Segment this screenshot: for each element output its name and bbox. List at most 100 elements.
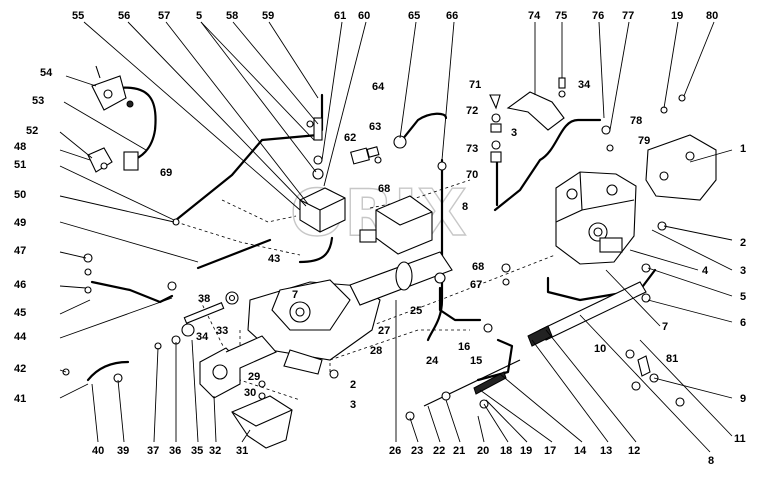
callout-label: 3: [740, 265, 746, 277]
callout-label: 16: [458, 341, 470, 353]
pipe-25: [438, 286, 482, 322]
pipe-45: [90, 280, 174, 304]
callout-label: 68: [378, 183, 390, 195]
pipe-10: [546, 268, 657, 302]
callout-label: 74: [528, 10, 541, 22]
callout-label: 25: [410, 305, 422, 317]
pipe-66a: [400, 112, 448, 142]
callout-label: 34: [578, 79, 591, 91]
callout-label: 1: [740, 143, 746, 155]
callout-label: 4: [702, 265, 709, 277]
callout-label: 69: [160, 167, 172, 179]
callout-label: 39: [117, 445, 129, 457]
callout-label: 26: [389, 445, 401, 457]
bracket-68: [359, 195, 433, 255]
callout-label: 80: [706, 10, 718, 22]
callout-label: 2: [740, 237, 746, 249]
leader-lines: [59, 21, 733, 453]
transmission-housing: [555, 171, 637, 265]
callout-label: 79: [638, 135, 650, 147]
callout-label: 9: [740, 393, 746, 405]
callout-label: 15: [470, 355, 482, 367]
flange-32: [181, 323, 277, 399]
callout-label: 23: [411, 445, 423, 457]
callout-label: 7: [662, 321, 668, 333]
shaft-38: [183, 302, 225, 324]
callout-label: 76: [592, 10, 604, 22]
callout-label: 78: [630, 115, 642, 127]
callout-label: 17: [544, 445, 556, 457]
callout-label: 56: [118, 10, 130, 22]
callout-label: 52: [26, 125, 38, 137]
rod-14: [405, 359, 521, 421]
small-parts-81: [625, 349, 685, 407]
callout-label: 60: [358, 10, 370, 22]
guard-31: [231, 395, 293, 449]
callout-label: 27: [378, 325, 390, 337]
callout-label: 54: [40, 67, 53, 79]
callout-label: 81: [666, 353, 678, 365]
callout-label: 10: [594, 343, 606, 355]
callout-label: 64: [372, 81, 385, 93]
callout-label: 3: [350, 399, 356, 411]
callout-label: 14: [574, 445, 587, 457]
callout-label: 68: [472, 261, 484, 273]
callout-label: 63: [369, 121, 381, 133]
callout-label: 38: [198, 293, 210, 305]
callout-label: 33: [216, 325, 228, 337]
callout-label: 28: [370, 345, 382, 357]
callout-label: 48: [14, 141, 26, 153]
callout-label: 50: [14, 189, 26, 201]
callout-label: 3: [511, 127, 517, 139]
callout-label: 45: [14, 307, 26, 319]
callout-label: 61: [334, 10, 346, 22]
axle-assembly: [247, 251, 453, 375]
callout-label: 34: [196, 331, 209, 343]
callouts-top: 55 56 57 5 58 59 61 60 65 66 74 75 76 77…: [72, 10, 718, 22]
callout-label: 8: [462, 201, 468, 213]
callout-label: 11: [734, 433, 746, 445]
callout-label: 31: [236, 445, 248, 457]
callout-label: 19: [520, 445, 532, 457]
callout-label: 18: [500, 445, 512, 457]
callout-label: 5: [196, 10, 202, 22]
valve-bracket-54: [91, 65, 134, 111]
pipe-15: [476, 338, 514, 382]
callout-label: 24: [426, 355, 439, 367]
callout-label: 67: [470, 279, 482, 291]
callout-label: 72: [466, 105, 478, 117]
pipe-49: [196, 238, 272, 270]
callout-label: 55: [72, 10, 84, 22]
callout-label: 62: [344, 132, 356, 144]
callout-label: 8: [708, 455, 714, 467]
pipe-76: [493, 118, 602, 212]
cylinder-10: [527, 281, 647, 347]
pipe-41: [86, 360, 130, 382]
callouts-inner: 71 72 3 34 73 70 78 79 62 63 64 68 8 43 …: [160, 79, 650, 411]
callout-label: 53: [32, 95, 44, 107]
callout-label: 49: [14, 217, 26, 229]
callout-label: 6: [740, 317, 746, 329]
callout-label: 42: [14, 363, 26, 375]
callout-label: 75: [555, 10, 567, 22]
callout-label: 21: [453, 445, 465, 457]
callout-label: 36: [169, 445, 181, 457]
callout-label: 57: [158, 10, 170, 22]
callout-label: 40: [92, 445, 104, 457]
callout-label: 66: [446, 10, 458, 22]
callout-label: 71: [469, 79, 481, 91]
callout-label: 12: [628, 445, 640, 457]
hose-69: [116, 86, 157, 162]
callout-label: 35: [191, 445, 203, 457]
callout-label: 20: [477, 445, 489, 457]
callouts-right: 1 2 3 4 5 6 7 9 81 11 8: [662, 143, 746, 467]
callouts-bottom: 40 39 37 36 35 32 31 26 23 22 21 20 18 1…: [92, 343, 640, 457]
callout-label: 29: [248, 371, 260, 383]
bracket-52: [87, 147, 139, 173]
callout-label: 70: [466, 169, 478, 181]
callout-label: 44: [14, 331, 27, 343]
valve-block-57: [299, 117, 346, 233]
callout-label: 30: [244, 387, 256, 399]
callout-label: 73: [466, 143, 478, 155]
